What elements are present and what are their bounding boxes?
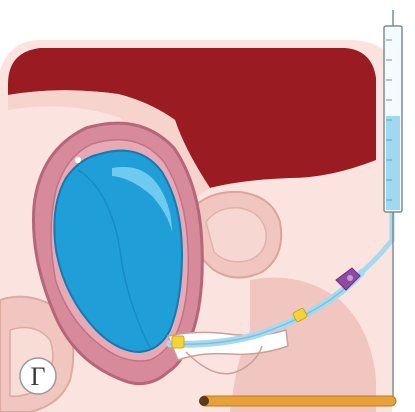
bladder-inner: [206, 208, 266, 262]
balloon-tip-dot: [75, 157, 81, 163]
clamp-pivot: [347, 275, 353, 281]
panel-label: Г: [30, 362, 45, 391]
drainage-tube: [200, 396, 396, 406]
connector-icon: [172, 336, 184, 348]
drainage-tube-end: [199, 396, 209, 406]
